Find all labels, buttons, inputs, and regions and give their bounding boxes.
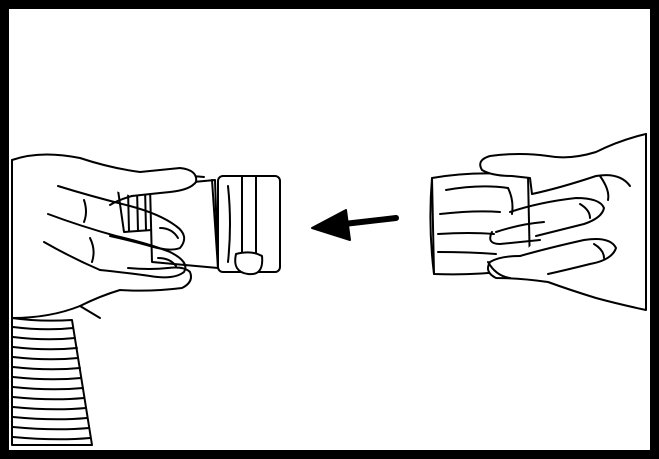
direction-arrow-icon (311, 209, 399, 241)
coupling-cuff (429, 172, 531, 276)
left-hand (11, 153, 198, 319)
right-hand (479, 133, 647, 311)
corrugated-hose (11, 317, 93, 446)
hose-fitting (117, 175, 281, 276)
